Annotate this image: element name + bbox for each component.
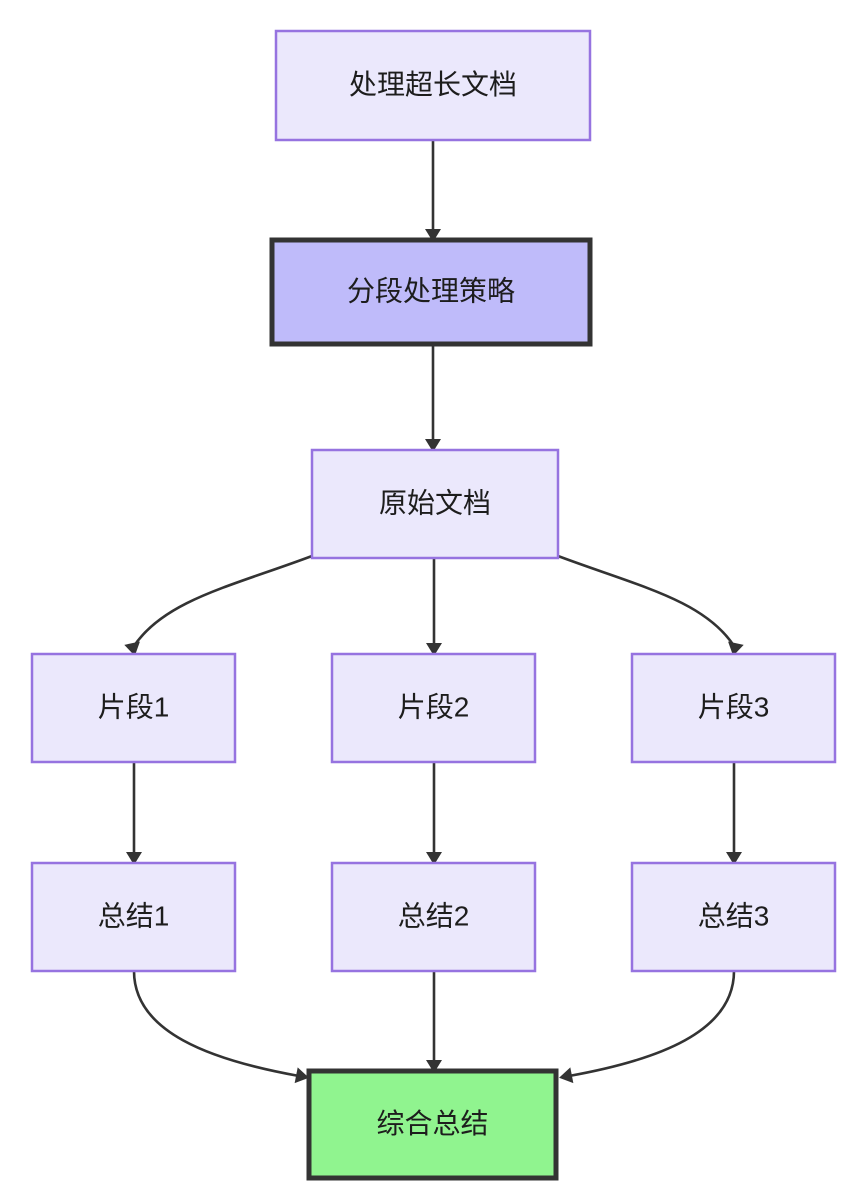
- node-box-sum2[interactable]: [330, 861, 537, 973]
- edge-sum3-to-final: [568, 970, 736, 1078]
- node-box-sum1[interactable]: [30, 861, 237, 973]
- arrowheads-layer: [124, 229, 744, 1084]
- arrowhead-icon: [426, 852, 442, 865]
- node-label-doc: 处理超长文档: [349, 69, 517, 100]
- node-sum1[interactable]: 总结1: [30, 861, 237, 973]
- node-doc[interactable]: 处理超长文档: [274, 29, 592, 142]
- node-box-chunk1[interactable]: [30, 652, 237, 764]
- node-box-sum3[interactable]: [630, 861, 837, 973]
- arrowhead-icon: [728, 641, 744, 656]
- node-sum2[interactable]: 总结2: [330, 861, 537, 973]
- node-chunk2[interactable]: 片段2: [330, 652, 537, 764]
- node-chunk1[interactable]: 片段1: [30, 652, 237, 764]
- node-label-source: 原始文档: [379, 487, 491, 518]
- edge-source-to-chunk3: [557, 554, 736, 647]
- arrowhead-icon: [124, 641, 140, 656]
- arrowhead-icon: [126, 852, 142, 865]
- node-label-final: 综合总结: [376, 1108, 488, 1139]
- arrowhead-icon: [726, 852, 742, 865]
- node-label-chunk1: 片段1: [98, 691, 170, 722]
- node-label-strategy: 分段处理策略: [347, 275, 515, 306]
- edge-source-to-chunk1: [132, 554, 313, 647]
- node-label-chunk2: 片段2: [398, 691, 470, 722]
- arrowhead-icon: [426, 1060, 442, 1073]
- arrowhead-icon: [426, 643, 442, 656]
- arrowhead-icon: [425, 229, 441, 242]
- edge-sum1-to-final: [132, 970, 300, 1078]
- arrowhead-icon: [294, 1067, 309, 1084]
- arrowhead-icon: [559, 1067, 574, 1084]
- edges-layer: [132, 140, 736, 1078]
- node-label-sum1: 总结1: [98, 900, 170, 931]
- node-label-chunk3: 片段3: [698, 691, 770, 722]
- node-chunk3[interactable]: 片段3: [630, 652, 837, 764]
- node-strategy[interactable]: 分段处理策略: [269, 237, 593, 347]
- node-box-doc[interactable]: [274, 29, 592, 142]
- node-box-final[interactable]: [306, 1068, 559, 1181]
- node-box-chunk3[interactable]: [630, 652, 837, 764]
- node-box-strategy[interactable]: [269, 237, 593, 347]
- node-box-chunk2[interactable]: [330, 652, 537, 764]
- node-source[interactable]: 原始文档: [310, 448, 560, 560]
- node-sum3[interactable]: 总结3: [630, 861, 837, 973]
- node-label-sum2: 总结2: [398, 900, 470, 931]
- node-label-sum3: 总结3: [698, 900, 770, 931]
- arrowhead-icon: [425, 439, 441, 452]
- node-final[interactable]: 综合总结: [306, 1068, 559, 1181]
- node-box-source[interactable]: [310, 448, 560, 560]
